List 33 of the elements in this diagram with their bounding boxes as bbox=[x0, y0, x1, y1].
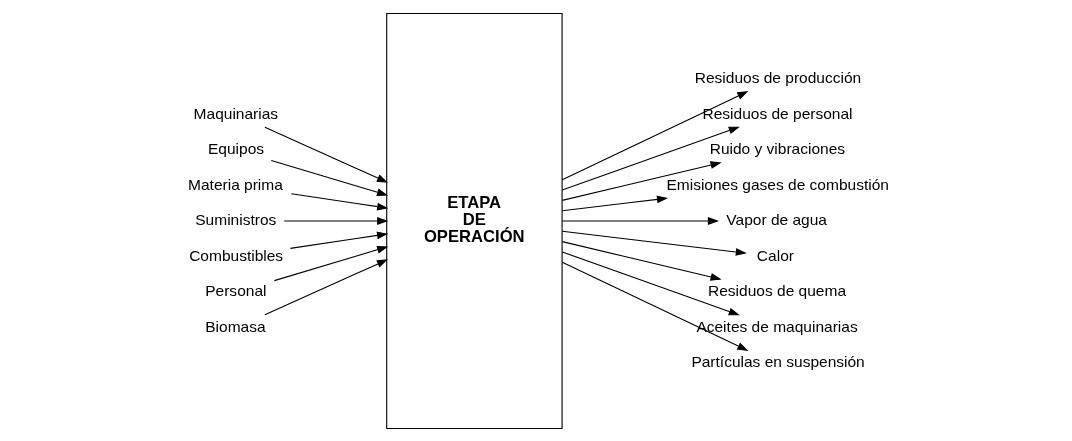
arrow bbox=[561, 216, 719, 225]
node-text: Materia prima bbox=[188, 175, 283, 193]
node-text: Combustibles bbox=[189, 246, 284, 264]
node-text: Partículas en suspensión bbox=[691, 352, 865, 370]
arrow bbox=[561, 230, 747, 256]
arrow bbox=[270, 159, 389, 196]
node-text: Residuos de quema bbox=[708, 281, 847, 299]
node-text: Residuos de producción bbox=[694, 68, 862, 86]
arrow bbox=[264, 126, 388, 183]
arrow bbox=[561, 126, 740, 191]
node-text: Maquinarias bbox=[193, 104, 279, 122]
node-text: Biomasa bbox=[205, 317, 266, 335]
arrow bbox=[561, 90, 749, 180]
arrow bbox=[283, 216, 389, 225]
arrow bbox=[561, 240, 722, 281]
arrow bbox=[289, 231, 389, 249]
arrow bbox=[561, 250, 740, 315]
node-text: Emisiones gases de combustión bbox=[666, 175, 889, 193]
node-box: ETAPA DE OPERACIÓN bbox=[386, 12, 563, 429]
node-text: Equipos bbox=[208, 139, 265, 157]
node-text: Calor bbox=[756, 246, 794, 264]
arrow bbox=[561, 261, 749, 351]
arrow bbox=[561, 195, 669, 211]
node-text: Personal bbox=[205, 281, 267, 299]
node-text: Vapor de agua bbox=[726, 210, 828, 228]
arrow bbox=[264, 258, 388, 315]
node-text: Residuos de personal bbox=[702, 104, 853, 122]
node-text: Aceites de maquinarias bbox=[696, 317, 858, 335]
node-text: Ruido y vibraciones bbox=[709, 139, 846, 157]
arrow bbox=[290, 192, 389, 210]
node-text: Suministros bbox=[195, 210, 277, 228]
arrow bbox=[561, 160, 722, 201]
arrow bbox=[273, 245, 389, 281]
